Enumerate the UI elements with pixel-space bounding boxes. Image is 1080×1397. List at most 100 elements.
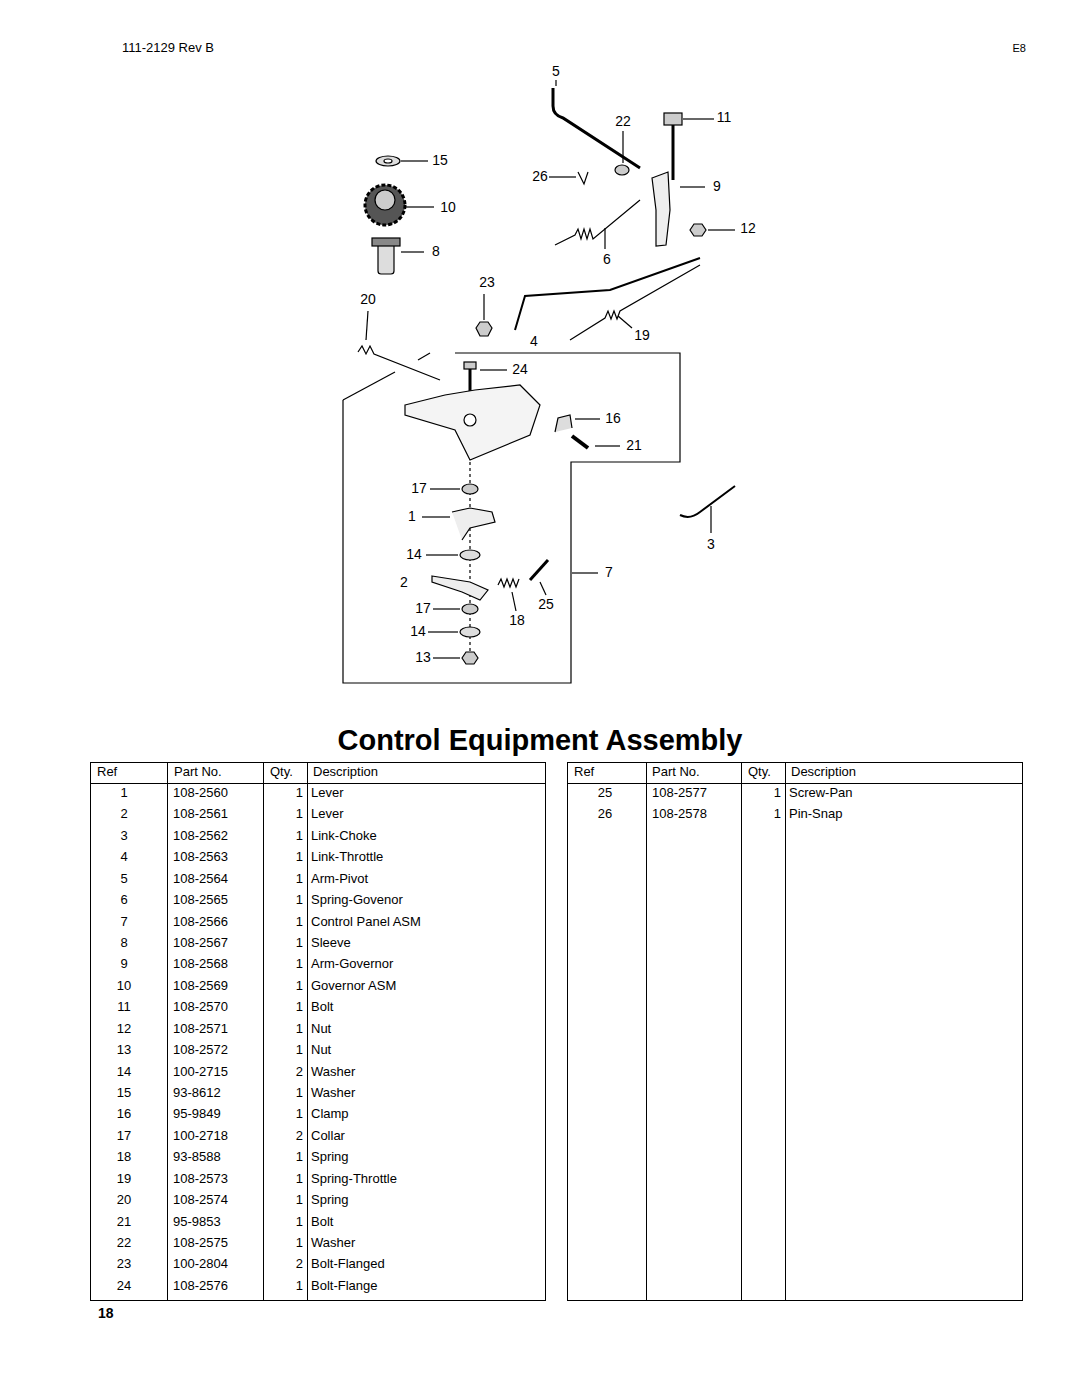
page-number: 18 [98, 1306, 114, 1321]
table-cell: 100-2715 [173, 1064, 228, 1078]
table-cell: 17 [117, 1129, 131, 1143]
table-cell: 95-9853 [173, 1214, 221, 1228]
table-header: Ref [97, 765, 117, 779]
table-cell: Sleeve [311, 936, 351, 950]
table-cell: 1 [296, 893, 303, 907]
table-cell: 1 [120, 786, 127, 800]
callout-number: 16 [605, 411, 621, 426]
table-cell: Bolt-Flanged [311, 1257, 385, 1271]
callout-number: 18 [509, 613, 525, 628]
table-cell: 1 [296, 1214, 303, 1228]
table-header: Part No. [652, 765, 700, 779]
table-header: Description [313, 765, 378, 779]
table-cell: 13 [117, 1043, 131, 1057]
callout-number: 8 [432, 244, 440, 259]
table-cell: 108-2563 [173, 850, 228, 864]
table-cell: Link-Throttle [311, 850, 383, 864]
table-cell: 7 [120, 914, 127, 928]
callout-number: 4 [530, 334, 538, 349]
table-cell: Collar [311, 1129, 345, 1143]
table-cell: Spring [311, 1150, 349, 1164]
table-cell: 108-2574 [173, 1193, 228, 1207]
table-cell: 2 [120, 807, 127, 821]
table-cell: 19 [117, 1172, 131, 1186]
callout-number: 7 [605, 565, 613, 580]
table-cell: 108-2566 [173, 914, 228, 928]
table-cell: 2 [296, 1064, 303, 1078]
table-cell: Spring [311, 1193, 349, 1207]
table-cell: 1 [296, 1279, 303, 1293]
callout-number: 10 [440, 200, 456, 215]
callout-number: 23 [479, 275, 495, 290]
callout-number: 1 [408, 509, 416, 524]
table-cell: 23 [117, 1257, 131, 1271]
table-cell: Bolt [311, 1214, 333, 1228]
table-cell: 1 [296, 829, 303, 843]
table-cell: 1 [296, 914, 303, 928]
table-cell: Nut [311, 1022, 331, 1036]
table-header: Description [791, 765, 856, 779]
table-header: Part No. [174, 765, 222, 779]
table-cell: 20 [117, 1193, 131, 1207]
table-cell: 108-2573 [173, 1172, 228, 1186]
table-cell: 1 [296, 1150, 303, 1164]
callout-number: 20 [360, 292, 376, 307]
table-header: Qty. [748, 765, 771, 779]
table-cell: 3 [120, 829, 127, 843]
table-cell: 108-2577 [652, 786, 707, 800]
callout-number: 9 [713, 179, 721, 194]
table-cell: 6 [120, 893, 127, 907]
table-cell: 2 [296, 1129, 303, 1143]
table-cell: 5 [120, 872, 127, 886]
table-cell: Bolt [311, 1000, 333, 1014]
table-cell: Washer [311, 1086, 355, 1100]
table-cell: 22 [117, 1236, 131, 1250]
table-cell: 1 [774, 786, 781, 800]
table-cell: 1 [296, 1000, 303, 1014]
table-cell: 93-8612 [173, 1086, 221, 1100]
table-cell: 1 [296, 1172, 303, 1186]
table-cell: 1 [296, 786, 303, 800]
callout-number: 15 [432, 153, 448, 168]
table-cell: 1 [296, 872, 303, 886]
table-cell: Governor ASM [311, 979, 396, 993]
callout-number: 24 [512, 362, 528, 377]
callout-number: 6 [603, 252, 611, 267]
table-cell: 108-2567 [173, 936, 228, 950]
table-cell: 2 [296, 1257, 303, 1271]
table-cell: 108-2576 [173, 1279, 228, 1293]
callout-number: 12 [740, 221, 756, 236]
table-header: Qty. [270, 765, 293, 779]
table-cell: 11 [117, 1000, 131, 1014]
table-cell: 1 [296, 850, 303, 864]
table-cell: Lever [311, 807, 344, 821]
table-cell: Washer [311, 1064, 355, 1078]
table-cell: Screw-Pan [789, 786, 853, 800]
table-cell: 1 [296, 807, 303, 821]
table-cell: Washer [311, 1236, 355, 1250]
table-cell: Control Panel ASM [311, 914, 421, 928]
table-cell: 8 [120, 936, 127, 950]
callout-number: 2 [400, 575, 408, 590]
table-cell: 108-2572 [173, 1043, 228, 1057]
table-cell: Clamp [311, 1107, 349, 1121]
table-cell: 1 [296, 979, 303, 993]
table-header: Ref [574, 765, 594, 779]
page-title: Control Equipment Assembly [338, 725, 743, 757]
callout-number: 25 [538, 597, 554, 612]
table-cell: 1 [296, 1107, 303, 1121]
table-cell: 24 [117, 1279, 131, 1293]
table-cell: 12 [117, 1022, 131, 1036]
table-cell: 9 [120, 957, 127, 971]
table-cell: Spring-Govenor [311, 893, 403, 907]
callout-number: 19 [634, 328, 650, 343]
table-cell: 108-2569 [173, 979, 228, 993]
table-cell: 1 [296, 1236, 303, 1250]
table-cell: 108-2562 [173, 829, 228, 843]
table-cell: 1 [296, 936, 303, 950]
table-cell: 14 [117, 1064, 131, 1078]
callout-number: 5 [552, 64, 560, 79]
callout-number: 11 [717, 110, 732, 125]
table-cell: 108-2561 [173, 807, 228, 821]
table-cell: Link-Choke [311, 829, 377, 843]
